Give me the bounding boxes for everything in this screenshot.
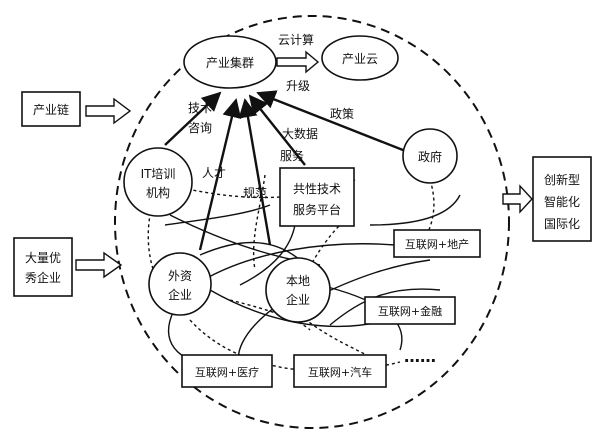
large-enterprises-line1: 大量优: [25, 251, 61, 265]
internet-auto-label: 互联网+汽车: [308, 365, 372, 379]
large-enterprises-line2: 秀企业: [25, 270, 61, 285]
industry-cluster-node: [183, 35, 277, 89]
output-line1: 创新型: [544, 172, 580, 187]
upgrade-label: 升级: [286, 79, 310, 93]
local-enterprise-line1: 本地: [286, 274, 310, 288]
foreign-enterprise-line2: 企业: [168, 287, 192, 302]
cloud-upgrade-arrow: [276, 50, 320, 74]
common-platform-box: [279, 167, 355, 227]
policy-label: 政策: [330, 107, 354, 121]
tech-consulting-line1: 技术: [188, 101, 212, 115]
arrow-government: [256, 90, 409, 154]
government-label: 政府: [418, 149, 442, 164]
industry-chain-box: [21, 91, 81, 127]
cluster-boundary-ellipse: [114, 15, 510, 429]
output-line3: 国际化: [544, 217, 580, 231]
local-enterprise-node: [265, 257, 331, 323]
local-enterprise-line2: 企业: [286, 292, 310, 307]
more-ellipsis: ……: [404, 347, 436, 366]
industry-chain-arrow: [85, 97, 132, 125]
arrow-it-training: [164, 91, 222, 146]
arrow-local-enterprise: [238, 98, 272, 246]
tech-consulting-line2: 咨询: [188, 120, 212, 135]
industry-chain-label: 产业链: [33, 102, 69, 117]
government-node: [402, 128, 458, 184]
arrow-foreign-enterprise: [198, 98, 242, 251]
big-data-service-line1: 大数据: [282, 126, 318, 141]
industry-cloud-label: 产业云: [342, 52, 378, 66]
it-training-line2: 机构: [146, 185, 170, 200]
common-platform-line2: 服务平台: [293, 202, 341, 217]
industry-cluster-label: 产业集群: [206, 55, 254, 70]
internet-medical-label: 互联网+医疗: [195, 365, 259, 379]
talent-label: 人才: [202, 166, 226, 180]
foreign-enterprise-line1: 外资: [168, 269, 192, 283]
standard-label: 规范: [243, 185, 267, 200]
large-enterprises-box: [13, 237, 73, 297]
internet-finance-label: 互联网+金融: [378, 304, 442, 318]
large-enterprises-arrow: [75, 251, 123, 279]
internet-medical-box: [181, 354, 273, 388]
foreign-enterprise-node: [148, 252, 212, 316]
internet-finance-box: [364, 296, 456, 325]
it-training-node: [123, 147, 193, 217]
internet-auto-box: [293, 354, 387, 388]
output-arrow: [502, 184, 533, 214]
output-line2: 智能化: [544, 194, 580, 209]
industry-cloud-node: [321, 35, 399, 81]
influence-arrows: [164, 90, 409, 251]
big-data-service-line2: 服务: [280, 148, 304, 163]
common-platform-line1: 共性技术: [293, 182, 341, 196]
internet-real-estate-box: [393, 229, 481, 258]
output-box: [532, 156, 592, 242]
it-training-line1: IT培训: [141, 166, 176, 181]
internet-real-estate-label: 互联网+地产: [405, 237, 469, 251]
cloud-computing-label: 云计算: [278, 32, 314, 47]
